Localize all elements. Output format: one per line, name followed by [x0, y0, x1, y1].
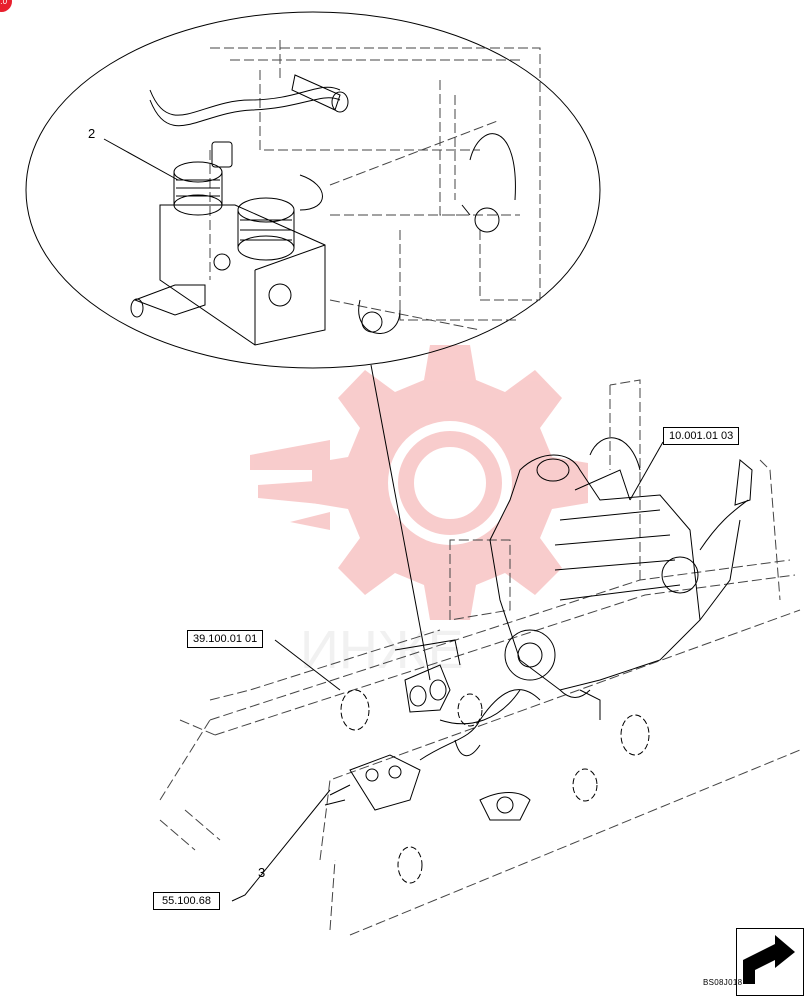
callout-2-leader [103, 138, 179, 181]
reference-frame[interactable]: 39.100.01 01 [187, 630, 264, 648]
detail-view [25, 11, 601, 369]
reference-engine[interactable]: 10.001.01 03 [663, 427, 740, 445]
solenoid-coil-item-2 [173, 141, 233, 216]
control-valve-item-3 [324, 754, 421, 811]
next-page-button[interactable] [736, 928, 804, 996]
callout-2: 2 [88, 126, 96, 141]
next-page-arrow-icon[interactable] [743, 935, 795, 984]
detail-ellipse [25, 11, 601, 369]
solenoid-valve-location [394, 639, 461, 713]
detail-leader-line [370, 364, 431, 681]
machine-frame [159, 379, 801, 936]
svg-text:ИНЖЕ: ИНЖЕ [300, 620, 464, 680]
reference-leaders [231, 441, 664, 902]
watermark-logo: ИНЖЕ [250, 345, 588, 680]
engine-assembly [489, 437, 753, 691]
diagram-code: BS08J018 [703, 978, 743, 987]
reference-valve[interactable]: 55.100.68 [153, 892, 220, 910]
callout-3: 3 [258, 865, 266, 880]
